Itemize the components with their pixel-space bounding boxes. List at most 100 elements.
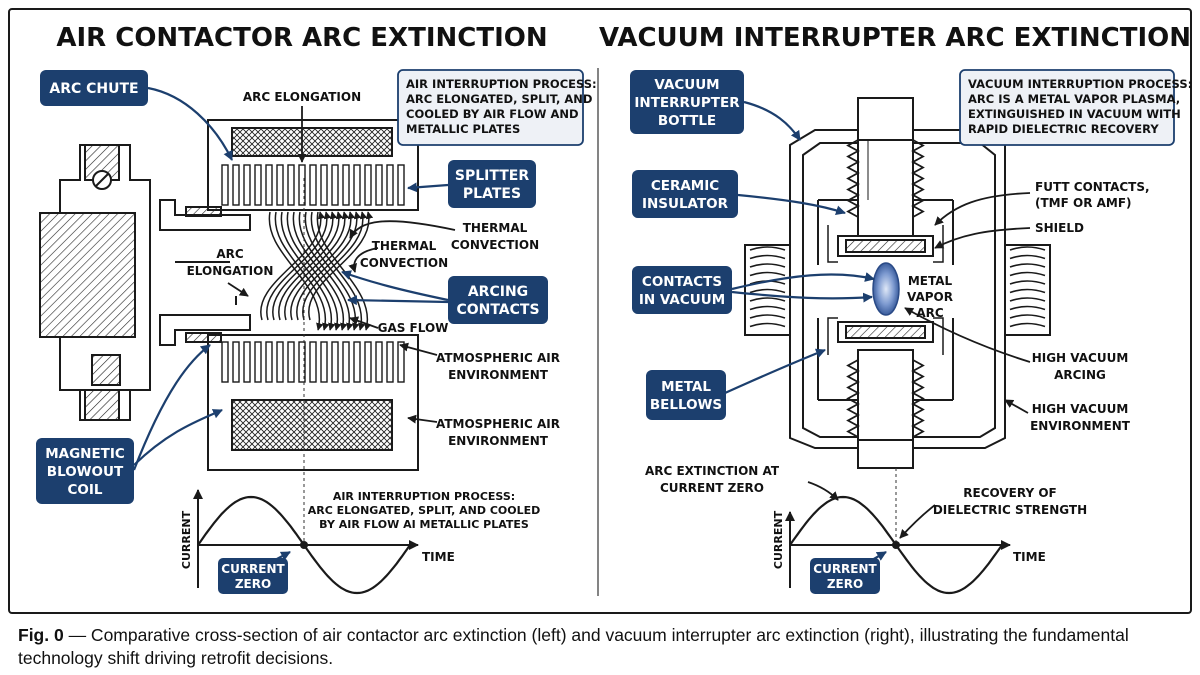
svg-text:BELLOWS: BELLOWS [650, 397, 722, 413]
arc-line [278, 211, 344, 321]
label-metal-vapor-arc-2: VAPOR [907, 290, 953, 304]
splitter-plate [243, 341, 251, 383]
svg-text:PLATES: PLATES [463, 186, 521, 202]
splitter-plate [375, 341, 383, 383]
left-current-plot [193, 178, 419, 595]
svg-text:METALLIC PLATES: METALLIC PLATES [406, 122, 520, 136]
splitter-plate [232, 164, 240, 206]
arc-line [298, 211, 354, 331]
diagram-canvas: AIR CONTACTOR ARC EXTINCTION VACUUM INTE… [36, 23, 1192, 596]
arc-line [272, 211, 338, 321]
badge-vacuum-interrupter-bottle: VACUUM INTERRUPTER BOTTLE [630, 70, 744, 134]
svg-text:ARCING: ARCING [468, 284, 528, 300]
label-arc-elongation-left-2: ELONGATION [187, 264, 274, 278]
arc-line [308, 211, 374, 321]
arc-line [290, 211, 356, 321]
splitter-plate [276, 341, 284, 383]
label-arc-extinction-2: CURRENT ZERO [660, 481, 764, 495]
bellows-zigzag [846, 139, 860, 218]
figure-number: Fig. 0 [18, 625, 64, 645]
badge-current-zero-right: CURRENT ZERO [810, 558, 880, 594]
svg-text:ARC CHUTE: ARC CHUTE [49, 81, 138, 97]
coil-turn [1009, 246, 1046, 251]
badge-arcing-contacts: ARCING CONTACTS [448, 276, 548, 324]
label-metal-vapor-arc-3: ARC [916, 306, 944, 320]
label-atmospheric-1b: ENVIRONMENT [448, 368, 549, 382]
coil-turn [749, 254, 786, 260]
svg-text:ARC IS A METAL VAPOR PLASMA,: ARC IS A METAL VAPOR PLASMA, [968, 92, 1180, 106]
coil-turn [1009, 297, 1046, 302]
splitter-plate [375, 164, 383, 206]
label-recovery-2: DIELECTRIC STRENGTH [933, 503, 1087, 517]
arc-line [280, 211, 336, 331]
coil-turn [1009, 280, 1046, 285]
splitter-plate [353, 164, 361, 206]
splitter-plate [298, 164, 306, 206]
label-atmospheric-1a: ATMOSPHERIC AIR [436, 351, 560, 365]
label-interruption-note-1: AIR INTERRUPTION PROCESS: [333, 490, 515, 503]
metal-bellows-shape [846, 139, 925, 438]
metal-vapor-arc-shape [872, 262, 900, 316]
svg-text:BOTTLE: BOTTLE [658, 113, 716, 129]
label-thermal-convection-right-1: THERMAL [463, 221, 528, 235]
splitter-plate [386, 341, 394, 383]
splitter-plates-upper [221, 164, 405, 206]
arc-line [296, 211, 362, 321]
splitter-plate [342, 164, 350, 206]
label-atmospheric-2a: ATMOSPHERIC AIR [436, 417, 560, 431]
arc-line [284, 211, 350, 321]
splitter-plate [276, 164, 284, 206]
left-info-box: AIR INTERRUPTION PROCESS: ARC ELONGATED,… [397, 69, 597, 146]
svg-text:ZERO: ZERO [827, 577, 863, 591]
air-contactor-drawing [39, 119, 419, 471]
label-thermal-convection-mid-2: CONVECTION [360, 256, 448, 270]
splitter-plate [320, 341, 328, 383]
splitter-plate [265, 164, 273, 206]
label-metal-vapor-arc-1: METAL [908, 274, 953, 288]
svg-text:METAL: METAL [661, 379, 711, 395]
badge-magnetic-blowout-coil: MAGNETIC BLOWOUT COIL [36, 438, 134, 504]
splitter-plate [309, 164, 317, 206]
splitter-plate [243, 164, 251, 206]
svg-text:SPLITTER: SPLITTER [455, 168, 529, 184]
bellows-zigzag [846, 359, 860, 438]
badge-metal-bellows: METAL BELLOWS [646, 370, 726, 420]
coil-turn [749, 271, 786, 277]
label-gas-flow: GAS FLOW [378, 321, 449, 335]
arc-line [286, 211, 342, 331]
arc-line [266, 211, 332, 321]
arc-line [316, 211, 372, 331]
splitter-plate [353, 341, 361, 383]
label-futt-contacts-1: FUTT CONTACTS, [1035, 180, 1150, 194]
svg-text:CONTACTS: CONTACTS [456, 302, 539, 318]
svg-text:ZERO: ZERO [235, 577, 271, 591]
side-coil-shapes [749, 246, 1046, 328]
coil-turn [749, 297, 786, 302]
splitter-plate [331, 164, 339, 206]
left-title: AIR CONTACTOR ARC EXTINCTION [56, 23, 547, 53]
left-axis-current: CURRENT [180, 510, 193, 569]
coil-turn [749, 263, 786, 268]
splitter-plate [254, 341, 262, 383]
svg-text:IN VACUUM: IN VACUUM [639, 292, 725, 308]
badge-current-zero-left: CURRENT ZERO [218, 558, 288, 594]
right-current-plot [785, 468, 1011, 595]
label-atmospheric-2b: ENVIRONMENT [448, 434, 549, 448]
label-high-vacuum-env-2: ENVIRONMENT [1030, 419, 1131, 433]
splitter-plate [221, 164, 229, 206]
splitter-plate [364, 164, 372, 206]
svg-text:COIL: COIL [67, 482, 102, 498]
arc-line [268, 211, 324, 331]
arc-line [260, 211, 326, 321]
right-info-box: VACUUM INTERRUPTION PROCESS: ARC IS A ME… [959, 69, 1192, 146]
arc-elongation-lines [260, 211, 374, 331]
svg-text:CURRENT: CURRENT [813, 562, 877, 576]
coil-turn [749, 246, 786, 251]
figure-caption: Fig. 0 — Comparative cross-section of ai… [18, 624, 1188, 670]
splitter-plate [331, 341, 339, 383]
svg-text:INTERRUPTER: INTERRUPTER [634, 95, 740, 111]
coil-turn [749, 288, 786, 294]
coil-turn [1009, 271, 1046, 277]
left-axis-time: TIME [422, 550, 455, 564]
coil-turn [1009, 322, 1046, 328]
